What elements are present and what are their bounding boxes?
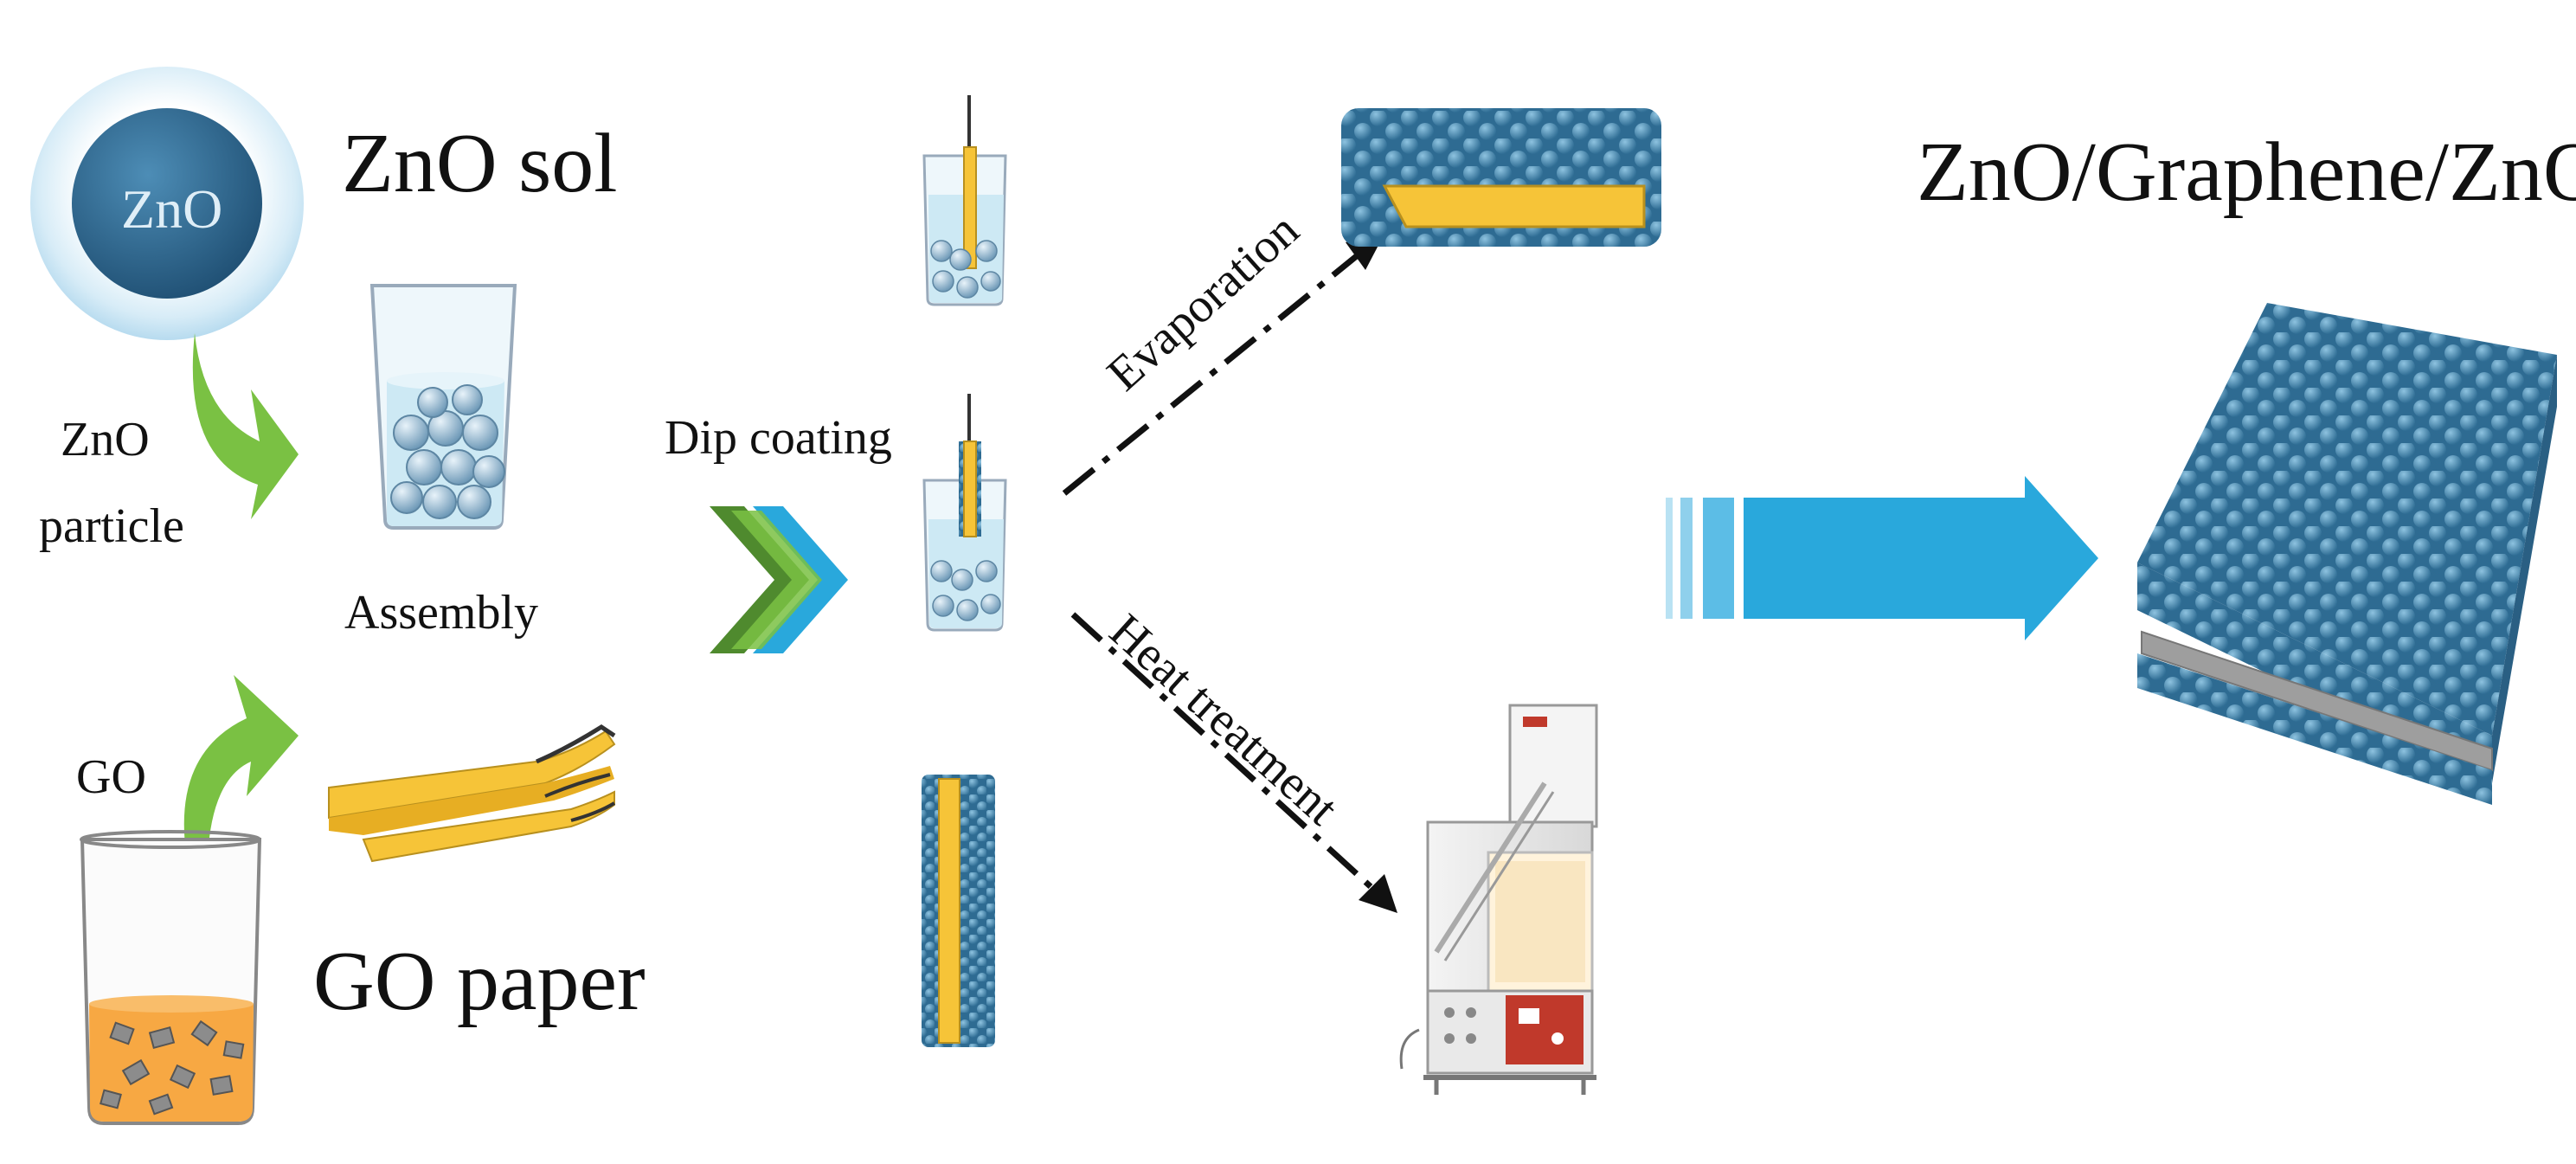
go-beaker-icon <box>80 830 262 1125</box>
double-chevron-arrow-icon <box>710 506 848 653</box>
go-paper-label: GO paper <box>313 935 646 1028</box>
dip-coating-label: Dip coating <box>665 411 892 465</box>
assembly-label: Assembly <box>344 586 538 640</box>
heat-treatment-arrow-icon <box>1070 612 1397 913</box>
green-curved-arrow-icon <box>192 333 299 519</box>
zno-particle-label-line2: particle <box>39 499 184 553</box>
dip-beaker-top-icon <box>922 95 1007 306</box>
zno-sol-beaker-icon <box>369 284 517 530</box>
furnace-icon <box>1399 704 1598 1095</box>
zno-particle-label-line1: ZnO <box>61 413 150 466</box>
zno-particle-icon <box>30 67 304 340</box>
zno-graphene-zno-block-icon <box>2137 303 2557 805</box>
big-blue-arrow-icon <box>1666 476 2098 640</box>
go-label: GO <box>76 750 146 804</box>
evaporation-product-icon <box>1341 108 1661 247</box>
go-paper-icon <box>328 724 616 863</box>
zno-sol-label: ZnO sol <box>342 117 618 210</box>
coated-substrate-icon <box>922 775 995 1047</box>
green-up-arrow-icon <box>183 675 299 857</box>
dip-beaker-middle-icon <box>922 394 1007 632</box>
zno-core-label: ZnO <box>121 178 223 240</box>
product-label: ZnO/Graphene/ZnO <box>1917 125 2576 219</box>
